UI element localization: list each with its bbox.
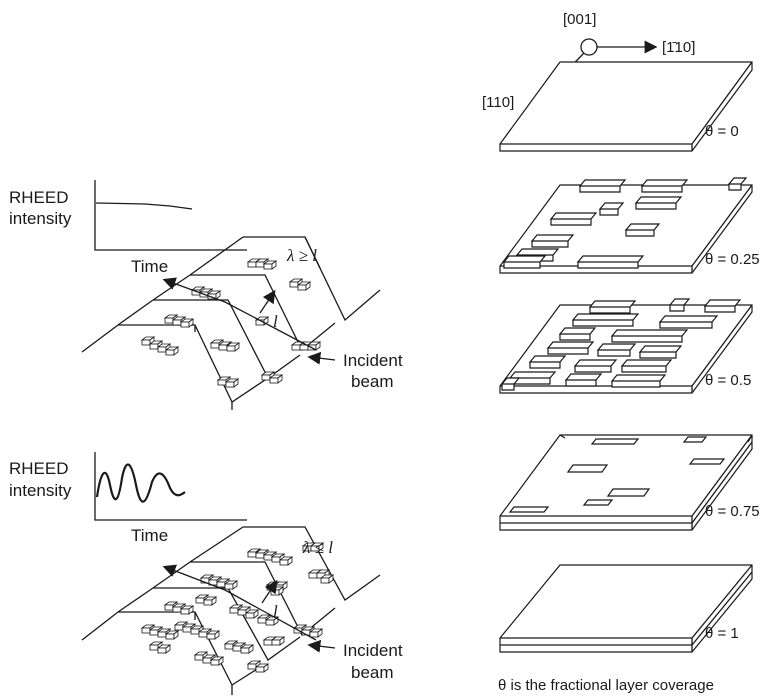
- top-spacing-arrow: [260, 292, 274, 313]
- bottom-rheed-trace: [97, 464, 185, 501]
- top-step-atoms: [142, 259, 320, 387]
- bottom-incident-arrow: [310, 645, 335, 648]
- dir-001-out-of-plane-icon: [581, 39, 597, 55]
- top-rheed-axes: [95, 180, 247, 250]
- top-incident-arrow: [310, 357, 335, 360]
- bottom-ylabel-2: intensity: [9, 481, 72, 500]
- top-xlabel: Time: [131, 257, 168, 276]
- coverage-label-0: θ = 0: [705, 123, 739, 140]
- top-beam-label-1: Incident: [343, 351, 403, 370]
- top-rheed-panel: RHEED intensity Time: [9, 180, 403, 410]
- top-rheed-trace: [96, 203, 192, 209]
- dir-1bar10-label: [1̄10]: [662, 39, 695, 56]
- bottom-regime-label: λ ≤ l: [302, 538, 333, 557]
- dir-001-label: [001]: [563, 11, 596, 28]
- coverage-label-3: θ = 0.75: [705, 503, 760, 520]
- top-diffracted-beam: [165, 280, 316, 350]
- top-spacing-label: l: [273, 312, 278, 331]
- bottom-xlabel: Time: [131, 526, 168, 545]
- bottom-beam-label-2: beam: [351, 663, 394, 682]
- coverage-label-4: θ = 1: [705, 625, 739, 642]
- top-beam-label-2: beam: [351, 372, 394, 391]
- bottom-spacing-label: l: [273, 602, 278, 621]
- top-ylabel-2: intensity: [9, 209, 72, 228]
- caption: θ is the fractional layer coverage: [498, 677, 714, 694]
- bottom-rheed-axes: [95, 452, 247, 520]
- dir-110-label: [110]: [482, 94, 514, 111]
- top-regime-label: λ ≥ l: [286, 246, 317, 265]
- top-ylabel-1: RHEED: [9, 188, 69, 207]
- coverage-label-2: θ = 0.5: [705, 372, 751, 389]
- bottom-rheed-panel: RHEED intensity Time: [9, 452, 403, 695]
- bottom-ylabel-1: RHEED: [9, 459, 69, 478]
- coverage-label-1: θ = 0.25: [705, 251, 760, 268]
- bottom-beam-label-1: Incident: [343, 641, 403, 660]
